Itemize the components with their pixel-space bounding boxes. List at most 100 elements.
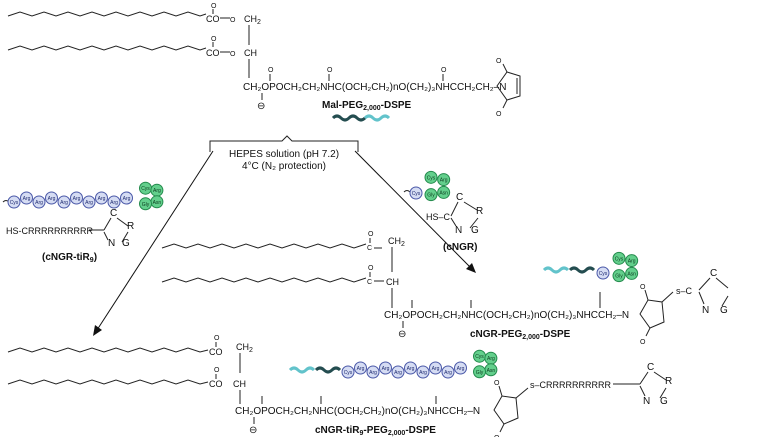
- glycerol-ch: CH: [244, 48, 257, 58]
- right-cycle-residue-2-label: Asn: [439, 190, 448, 196]
- amide-o-1: O: [327, 67, 333, 74]
- mid-cys: Cys: [596, 266, 610, 280]
- bottom-sequence: s–CRRRRRRRRRR: [530, 380, 612, 390]
- left-cycle-residue-3: Gly: [139, 197, 152, 211]
- right-cycle-residue-3-label: Gly: [427, 193, 435, 199]
- mal-peg-dspe-structure: CO O O CH2 CO O O CH CH₂OPOCH₂CH₂NHC(OCH…: [7, 3, 521, 122]
- left-residue-8-label: Arg: [110, 200, 118, 206]
- bottom-residue-8-bead: [441, 365, 455, 379]
- mid-cycle-residue-2-label: Asn: [627, 271, 636, 277]
- left-cycle-residue-2-label: Asn: [153, 200, 162, 206]
- left-ring-g: G: [122, 238, 130, 249]
- bottom-phosphate-negative: ⊖: [249, 425, 257, 436]
- left-residue-3-label: Arg: [48, 196, 56, 202]
- cngr-prefix: HS–C: [426, 212, 451, 222]
- left-residue-6-label: Arg: [85, 200, 93, 206]
- bottom-lower-fatty-chain: [7, 379, 209, 385]
- right-cycle-residue-1: Arg: [437, 173, 451, 187]
- left-thiazolidine-ring: [89, 217, 129, 243]
- right-cycle-residue-0: Cys: [424, 170, 438, 184]
- mid-cycle-residue-2-bead: [625, 266, 639, 280]
- cngr-tir9-label: (cNGR-tiR9): [42, 252, 97, 264]
- mid-residue-0: Cys: [596, 266, 610, 280]
- right-residue-0: Cys: [409, 186, 423, 200]
- ester-co-upper: CO: [206, 14, 220, 24]
- bottom-residue-1-label: Arg: [357, 366, 365, 372]
- left-ring-c: C: [110, 208, 117, 219]
- bottom-ring-r: R: [665, 376, 672, 387]
- bottom-residue-9-bead: [454, 361, 467, 375]
- left-residue-2-label: Arg: [35, 200, 43, 206]
- right-ring-r: R: [476, 206, 483, 217]
- right-cycle-residue-1-bead: [437, 173, 451, 187]
- maleimide-o-top: O: [496, 58, 502, 65]
- bottom-residue-7-bead: [429, 361, 442, 375]
- mid-cycle-residue-3: Gly: [612, 269, 626, 283]
- right-ring-n: N: [455, 225, 462, 236]
- left-cycle-residue-1: Arg: [150, 183, 164, 197]
- mal-backbone: CH₂OPOCH₂CH₂NHC(OCH₂CH₂)nO(CH₂)₃NHCCH₂CH…: [243, 82, 506, 93]
- right-cycle-residue-3-bead: [424, 188, 438, 202]
- mid-cycle-residue-0: Cys: [612, 251, 626, 265]
- mid-ester-co-lower: C: [367, 279, 372, 286]
- left-residue-2-bead: [32, 195, 46, 209]
- phosphate-o-top: O: [268, 67, 274, 74]
- left-cycle-residue-3-label: Gly: [142, 202, 150, 208]
- bottom-ester-co-lower: CO: [209, 379, 223, 389]
- mid-cycle-residue-3-bead: [612, 269, 626, 283]
- left-residue-1-bead: [20, 191, 33, 205]
- carbonyl-o-lower: O: [211, 36, 217, 43]
- bottom-residue-5: Arg: [404, 361, 417, 375]
- bottom-residue-3-bead: [379, 361, 392, 375]
- arrow-right: [354, 150, 472, 269]
- bottom-upper-fatty-chain: [7, 347, 209, 353]
- cngr-tir9-peg-dspe-label: cNGR-tiR9-PEG2,000-DSPE: [315, 425, 436, 437]
- peg-wave-light: [363, 114, 391, 122]
- bottom-residue-1-bead: [354, 361, 367, 375]
- bottom-peg-wave-dark: [314, 366, 342, 374]
- left-cycle-residue-2: Asn: [150, 195, 164, 209]
- bottom-s-bond: [515, 387, 529, 399]
- mid-glycerol-ch2: CH2: [388, 236, 405, 248]
- bottom-residue-5-label: Arg: [407, 366, 415, 372]
- mid-carbonyl-o-lower: O: [368, 265, 374, 272]
- bottom-ester-co-upper: CO: [209, 347, 223, 357]
- mid-sulfur-c: s–C: [676, 286, 693, 296]
- bottom-carbonyl-o-upper: O: [214, 335, 220, 342]
- left-cycle-residue-0: Cys: [139, 181, 152, 195]
- left-residue-4-label: Arg: [60, 200, 68, 206]
- mid-cycle-residue-2: Asn: [625, 266, 639, 280]
- conditions-bracket: [209, 135, 359, 152]
- peg-wave-dark: [331, 114, 367, 122]
- mid-upper-fatty-chain: [161, 243, 367, 249]
- bottom-residue-7-label: Arg: [432, 366, 440, 372]
- mid-peg-wave-light: [542, 266, 570, 274]
- left-residue-0-label: Cys: [10, 200, 19, 206]
- bottom-succinimide-o-top: O: [494, 380, 500, 387]
- left-residue-9-bead: [120, 191, 133, 205]
- left-residue-9: Arg: [120, 191, 133, 205]
- right-cycle-residue-2-bead: [437, 185, 451, 199]
- cngr-peg-dspe-label: cNGR-PEG2,000-DSPE: [470, 329, 571, 341]
- right-cycle-residue-0-label: Cys: [427, 175, 436, 181]
- mal-peg-dspe-label: Mal-PEG2,000-DSPE: [322, 100, 412, 112]
- left-ring-n: N: [108, 238, 115, 249]
- bottom-residue-3-label: Arg: [382, 366, 390, 372]
- bottom-peg-wave-light: [288, 366, 316, 374]
- bottom-cycle-residue-0-label: Cys: [475, 354, 484, 360]
- left-residue-6: Arg: [82, 195, 96, 209]
- cngr-tir9-peg-dspe-structure: CO O CH2 CO O CH CH₂OPOCH₂CH₂NHC(OCH₂CH₂…: [7, 335, 672, 437]
- left-ring-r: R: [127, 221, 134, 232]
- arrow-left-head: [93, 325, 102, 336]
- bottom-cycle-residue-3-bead: [473, 365, 486, 379]
- left-residue-8: Arg: [107, 195, 121, 209]
- right-cycle-residue-2: Asn: [437, 185, 451, 199]
- ester-co-lower: CO: [206, 48, 220, 58]
